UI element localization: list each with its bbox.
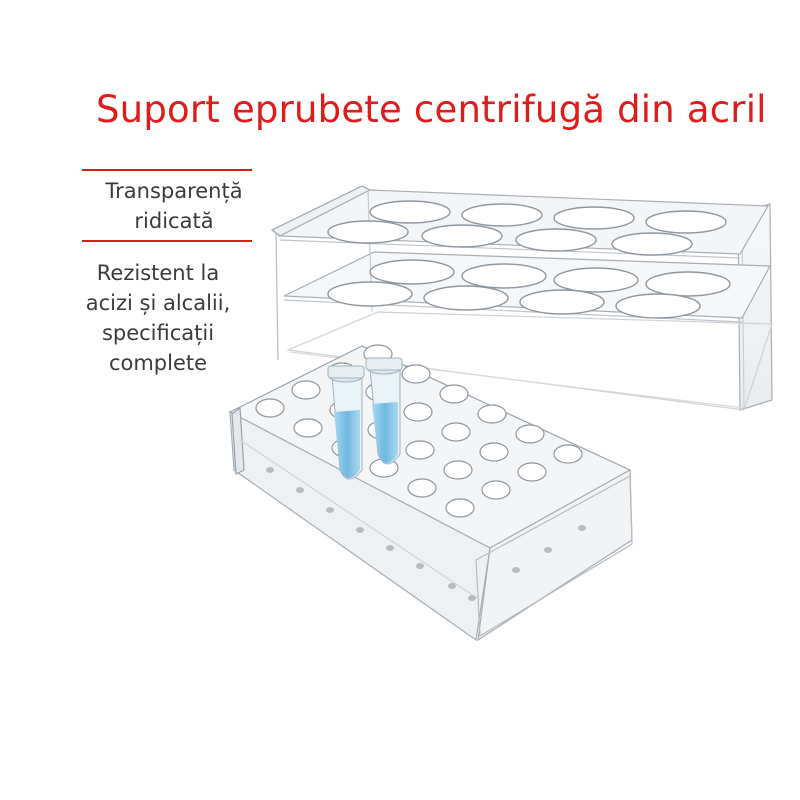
rack-hole [645, 271, 731, 297]
feature-transparency: Transparență ridicată [84, 176, 264, 236]
front-hole [266, 467, 274, 473]
feature-line: specificații [101, 321, 215, 345]
rack-hole [369, 259, 455, 285]
rack-hole [291, 380, 321, 400]
rack-hole [443, 460, 473, 480]
divider-bottom [82, 240, 252, 242]
front-hole [544, 547, 552, 553]
rack-hole [403, 402, 433, 422]
centrifuge-tubes [327, 357, 403, 480]
tube-left [327, 365, 365, 480]
rack-hole [327, 281, 413, 307]
rack-hole [327, 220, 409, 244]
rack-hole [439, 384, 469, 404]
rack-hole [407, 478, 437, 498]
front-hole [356, 527, 364, 533]
feature-resistance: Rezistent la acizi și alcalii, specifica… [58, 258, 258, 378]
rack-hole [369, 200, 451, 224]
front-hole [326, 507, 334, 513]
feature-line: Rezistent la [96, 261, 220, 285]
rack-hole [479, 442, 509, 462]
front-hole [468, 595, 476, 601]
rack-hole [445, 498, 475, 518]
front-hole [448, 583, 456, 589]
rack-hole [401, 364, 431, 384]
rack-hole [553, 206, 635, 230]
front-hole [512, 567, 520, 573]
feature-line: acizi și alcalii, [85, 291, 231, 315]
rack-hole [421, 224, 503, 248]
front-hole [386, 545, 394, 551]
rack-hole [553, 444, 583, 464]
rack-hole [615, 293, 701, 319]
feature-line: complete [108, 351, 208, 375]
rack-hole [423, 285, 509, 311]
front-hole [578, 525, 586, 531]
rack-hole [255, 398, 285, 418]
page-title: Suport eprubete centrifugă din acril [96, 88, 767, 131]
rack-hole [515, 424, 545, 444]
rack-hole [441, 422, 471, 442]
rack-hole [611, 232, 693, 256]
tube-right [365, 357, 403, 465]
front-hole [416, 563, 424, 569]
front-hole [296, 487, 304, 493]
feature-line: ridicată [134, 209, 214, 233]
rack-hole [645, 210, 727, 234]
rack-hole [405, 440, 435, 460]
small-rack-front-dots [266, 467, 586, 601]
rack-hole [461, 203, 543, 227]
rack-hole [293, 418, 323, 438]
rack-hole [477, 404, 507, 424]
rack-hole [553, 267, 639, 293]
rack-hole [461, 263, 547, 289]
rack-hole [515, 228, 597, 252]
rack-hole [519, 289, 605, 315]
divider-top [82, 169, 252, 171]
feature-line: Transparență [105, 179, 243, 203]
rack-hole [481, 480, 511, 500]
rack-hole [517, 462, 547, 482]
large-rack-holes [327, 200, 731, 319]
